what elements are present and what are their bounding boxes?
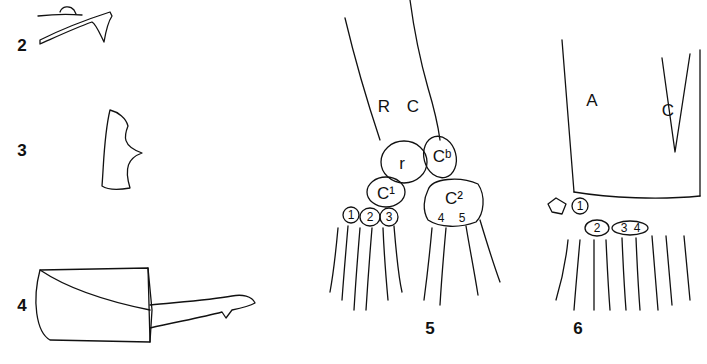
bone-figure-3 xyxy=(102,110,142,189)
bone-figure-5 xyxy=(330,0,500,310)
callout-number: 2 xyxy=(367,211,374,223)
bone-label: Cᵇ xyxy=(433,148,452,165)
callout-number: 4 xyxy=(438,212,445,224)
callout-number: 4 xyxy=(634,222,641,234)
figure-number: 5 xyxy=(425,320,434,337)
bone-label: C¹ xyxy=(377,185,395,202)
figure-number: 3 xyxy=(17,142,26,159)
figure-number: 4 xyxy=(17,297,26,314)
figure-number: 6 xyxy=(573,320,582,337)
bone-figure-6 xyxy=(548,40,700,310)
callout-number: 1 xyxy=(577,200,584,212)
bone-label: C xyxy=(662,102,674,119)
bone-figure-2 xyxy=(38,7,112,44)
callout-number: 3 xyxy=(386,211,393,223)
callout-number: 3 xyxy=(621,222,628,234)
bone-label: C xyxy=(407,98,419,115)
bone-label: r xyxy=(399,155,405,172)
callout-number: 2 xyxy=(594,222,601,234)
bone-label: R xyxy=(378,98,390,115)
bone-label: A xyxy=(586,92,597,109)
bone-figure-4 xyxy=(36,268,255,342)
bone-label: C² xyxy=(445,190,463,207)
figure-number: 2 xyxy=(17,37,26,54)
callout-number: 1 xyxy=(348,209,355,221)
callout-number: 5 xyxy=(459,212,466,224)
